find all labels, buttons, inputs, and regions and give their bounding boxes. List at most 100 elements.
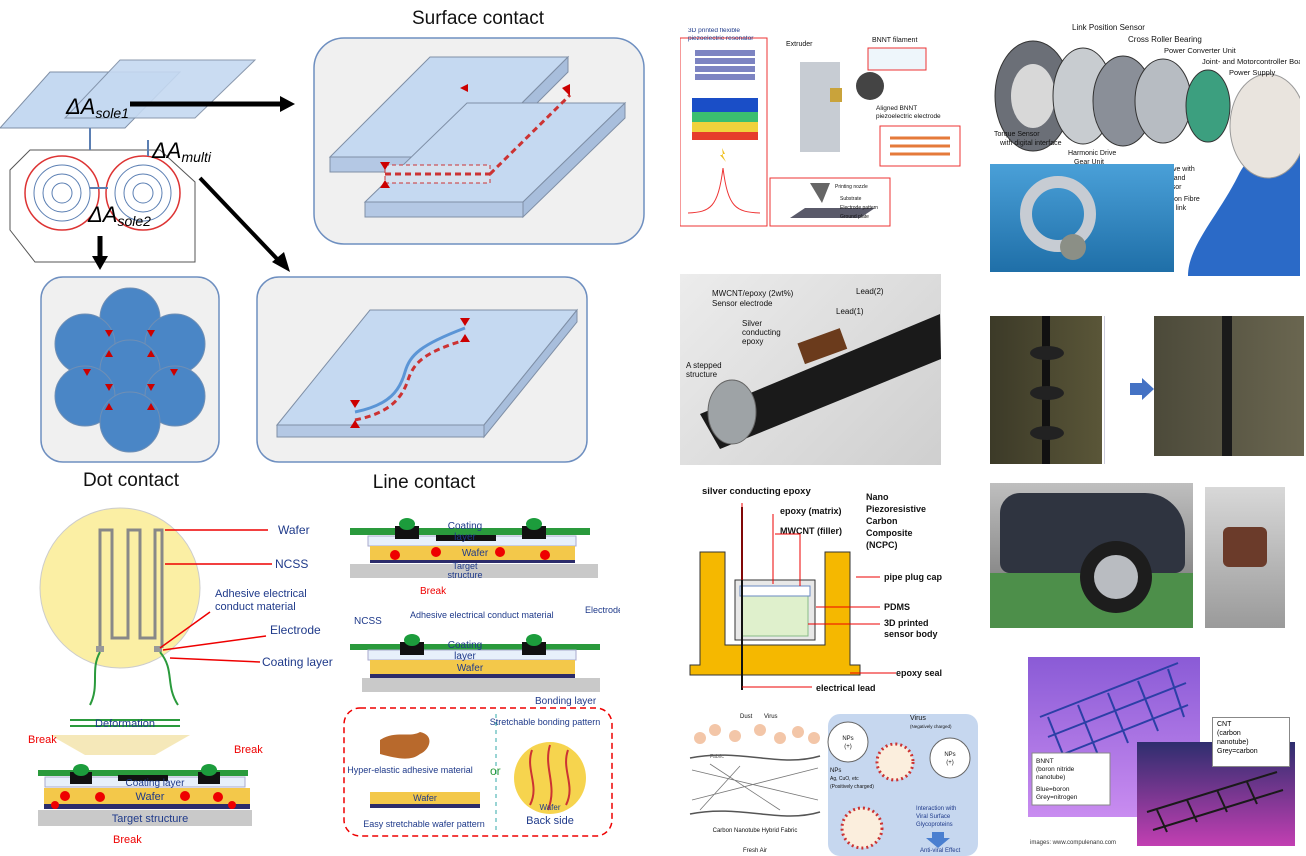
cylinder-left [24, 155, 100, 231]
fab-plus2: (+) [946, 760, 954, 766]
left-pointers [159, 529, 272, 663]
fabric-diagram: Dust Virus Fabric Carbon Nanotube Hybrid… [689, 714, 978, 856]
spring-photo [1205, 487, 1285, 628]
cnt-label-box: CNT (carbon nanotube) Grey=carbon [1212, 717, 1290, 767]
dot-markers [83, 330, 178, 410]
sp-lead1: Lead(1) [836, 307, 864, 316]
nt-credit: images: www.compulenano.com [1030, 840, 1117, 846]
ncpc-epoxy-matrix: epoxy (matrix) [780, 506, 842, 516]
ncss-serpentine [98, 528, 164, 648]
r-coating2: Coating [448, 640, 482, 651]
r-bonding: Bonding layer [535, 696, 597, 707]
robot-digital: with digital interface [999, 140, 1062, 147]
label-sole1: ΔAsole1 [65, 94, 129, 121]
break-stars [51, 791, 236, 809]
r-ncss: NCSS [354, 616, 382, 627]
robot-power-conv: Power Converter Unit [1164, 46, 1237, 55]
nt-grey-n: Grey=nitrogen [1036, 794, 1078, 801]
fab-nps: NPs [830, 768, 841, 774]
ncpc-pdms: PDMS [884, 602, 910, 612]
ncpc-carbon: Carbon [866, 516, 898, 526]
fab-fresh: Fresh Air [743, 848, 767, 854]
cylinder-box [9, 149, 196, 263]
label-ncss: NCSS [275, 557, 308, 571]
robot-harmonic: Harmonic Drive [1068, 150, 1116, 157]
sp-stepped: A stepped [686, 361, 722, 370]
nt-cnt: CNT [1217, 721, 1232, 728]
r-back: Back side [526, 815, 574, 827]
nt-bnnt: BNNT [1036, 758, 1054, 765]
nt-blue: Blue=boron [1036, 786, 1070, 793]
r-wafer2: Wafer [457, 663, 484, 674]
r-wafer4: Wafer [539, 803, 560, 812]
r-or: or [490, 764, 501, 778]
r-stretch-bond: Stretchable bonding pattern [490, 717, 601, 727]
r-layer: layer [454, 532, 476, 543]
label-break-right: Break [234, 744, 263, 756]
line-title: Line contact [373, 472, 476, 493]
fab-plus1: (+) [844, 744, 852, 750]
r-target: Target [452, 561, 478, 571]
ncpc-pipe: pipe plug cap [884, 572, 943, 582]
car-photo [990, 483, 1193, 628]
ncpc-silver: silver conducting epoxy [702, 486, 811, 497]
label-break-bottom: Break [113, 834, 142, 846]
fab-nps-plus1: NPs [842, 736, 853, 742]
sp-lead2: Lead(2) [856, 287, 884, 296]
fab-virus: Virus [910, 715, 926, 722]
robot-carbon-fibre: arbon Fibre [1164, 196, 1200, 203]
ncss-disc [39, 507, 201, 669]
fab-fabric: Fabric [710, 754, 724, 760]
robot-ne-and: ne and [1164, 175, 1186, 182]
fab-neg: (Negatively charged) [910, 724, 952, 729]
ncpc-diagram: silver conducting epoxy epoxy (matrix) M… [689, 486, 943, 693]
label-coating-layer: Coating layer [126, 778, 186, 789]
fab-hybrid: Carbon Nanotube Hybrid Fabric [713, 828, 798, 834]
fab-int1: Interaction with [916, 806, 956, 812]
label-target: Target structure [112, 813, 188, 825]
r-break: Break [420, 586, 447, 597]
label-wafer: Wafer [278, 523, 310, 537]
robot-joint: Joint- and Motorcontroller Board [1202, 57, 1300, 66]
fab-virus-top: Virus [764, 714, 778, 720]
r-easy: Easy stretchable wafer pattern [363, 819, 485, 829]
ncpc-composite: Composite [866, 528, 913, 538]
ncpc-piezo: Piezoresistive [866, 504, 926, 514]
robot-bot-link: bot link [1164, 205, 1187, 212]
robot-parts [994, 40, 1300, 276]
sp-structure: structure [686, 370, 718, 379]
label-coating: Coating layer [262, 655, 333, 669]
coin [1060, 234, 1086, 260]
fab-int3: Glycoproteins [916, 822, 953, 828]
cylinder-right [105, 155, 181, 231]
nt-carbon: (carbon [1217, 730, 1241, 737]
dot-circles [54, 287, 206, 453]
r-wafer: Wafer [462, 548, 489, 559]
label-wafer-layer: Wafer [136, 791, 165, 803]
robot-drive-with: Drive with [1164, 166, 1195, 173]
sensor-photo: MWCNT/epoxy (2wt%) Sensor electrode Lead… [680, 274, 941, 465]
fab-antiviral: Anti-viral Effect [920, 848, 961, 854]
ncpc-nano: Nano [866, 492, 889, 502]
r-layer2: layer [454, 651, 476, 662]
nt-grey-carbon: Grey=carbon [1217, 748, 1258, 755]
label-electrode: Electrode [270, 623, 321, 637]
fab-pos: (Positively charged) [830, 784, 874, 790]
ncpc-body2: sensor body [884, 629, 938, 639]
ncpc-lead: electrical lead [816, 683, 876, 693]
label-multi: ΔAmulti [151, 138, 212, 165]
bnnt-pattern: Electrode pattern [840, 205, 878, 211]
sp-conducting: conducting [742, 328, 781, 337]
label-deformation: Deformation [95, 718, 155, 730]
r-coating: Coating [448, 521, 482, 532]
dot-title: Dot contact [83, 470, 180, 491]
sp-mwcnt: MWCNT/epoxy (2wt%) [712, 289, 794, 298]
joint-sensor-photo [990, 164, 1174, 272]
arrow-to-line [198, 176, 282, 264]
robot-link-pos: Link Position Sensor [1072, 23, 1145, 32]
ncpc-ncpc: (NCPC) [866, 540, 898, 550]
ncpc-seal: epoxy seal [896, 668, 942, 678]
